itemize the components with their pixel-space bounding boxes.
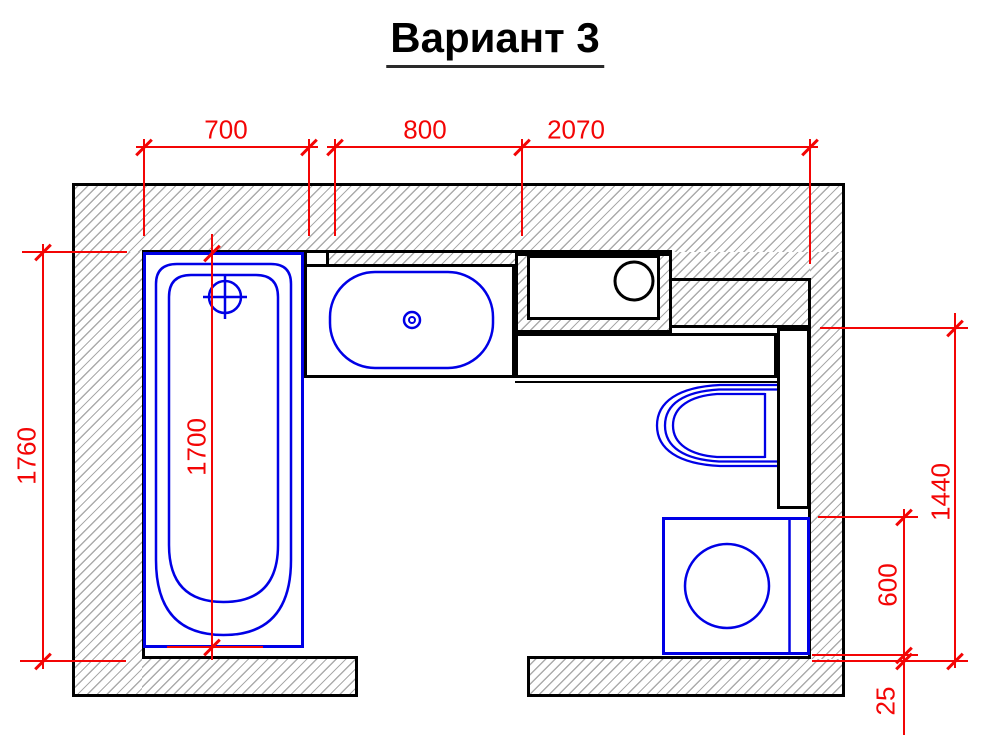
wall-inner-top bbox=[142, 250, 672, 253]
dim-line-600 bbox=[903, 509, 905, 659]
dim-line-1440 bbox=[954, 313, 956, 668]
ext-line bbox=[818, 516, 918, 518]
bathtub bbox=[143, 252, 304, 648]
wall-outline-bottom-left bbox=[72, 694, 358, 697]
ext-line bbox=[334, 139, 336, 236]
ext-line bbox=[820, 327, 968, 329]
duct-band-right bbox=[808, 278, 811, 328]
dim-1700: 1700 bbox=[181, 418, 212, 476]
door-jamb-right bbox=[527, 657, 530, 697]
dim-1440: 1440 bbox=[925, 463, 956, 521]
bathtub-drain-icon bbox=[203, 275, 247, 319]
dim-700: 700 bbox=[204, 114, 248, 145]
wall-left bbox=[72, 252, 142, 697]
ext-line bbox=[143, 139, 145, 236]
washing-machine bbox=[662, 517, 810, 655]
dim-1760: 1760 bbox=[11, 427, 42, 485]
dim-25: 25 bbox=[870, 686, 901, 716]
sink-drain-icon bbox=[402, 310, 422, 330]
ext-line bbox=[812, 660, 968, 662]
wall-corner-block bbox=[672, 252, 810, 280]
wall-duct-band bbox=[672, 280, 810, 328]
wall-bottom-left bbox=[142, 659, 358, 697]
dim-line-1760 bbox=[42, 244, 44, 669]
boiler bbox=[613, 260, 655, 302]
wall-bottom-right bbox=[527, 659, 845, 697]
wall-right bbox=[810, 252, 845, 660]
wall-top bbox=[72, 183, 845, 252]
ext-line bbox=[809, 139, 811, 264]
corner-block-bottom bbox=[672, 278, 810, 281]
toilet bbox=[655, 383, 777, 468]
notch-left bbox=[304, 252, 307, 265]
ext-line bbox=[521, 139, 523, 236]
wall-outline-bottom-right bbox=[527, 694, 845, 697]
wall-inner-bottom-right bbox=[527, 656, 810, 659]
wall-outline-left bbox=[72, 183, 75, 697]
wall-inner-bottom-left bbox=[142, 656, 358, 659]
dim-line-top-2 bbox=[327, 146, 818, 148]
ext-line bbox=[22, 251, 127, 253]
page-title: Вариант 3 bbox=[386, 14, 604, 68]
dim-2070: 2070 bbox=[547, 114, 605, 145]
dim-600: 600 bbox=[872, 563, 903, 607]
vanity-sink bbox=[328, 270, 495, 370]
notch-right bbox=[326, 252, 329, 265]
countertop-front-edge bbox=[515, 381, 777, 383]
dim-line-25 bbox=[903, 655, 905, 735]
duct-band-bottom bbox=[672, 325, 810, 328]
ext-line bbox=[20, 660, 126, 662]
ext-line bbox=[308, 139, 310, 236]
wall-outline-right bbox=[842, 183, 845, 697]
ext-line bbox=[812, 654, 918, 656]
ext-line bbox=[167, 646, 263, 648]
dim-line-1700 bbox=[211, 234, 213, 660]
wall-strip-above-vanity bbox=[328, 252, 515, 265]
door-jamb-left bbox=[355, 657, 358, 697]
partition bbox=[777, 328, 810, 509]
dim-800: 800 bbox=[403, 114, 447, 145]
wall-outline-top bbox=[72, 183, 845, 186]
dim-line-top-1 bbox=[136, 146, 318, 148]
washer-drum-icon bbox=[683, 542, 771, 630]
countertop bbox=[515, 333, 777, 378]
